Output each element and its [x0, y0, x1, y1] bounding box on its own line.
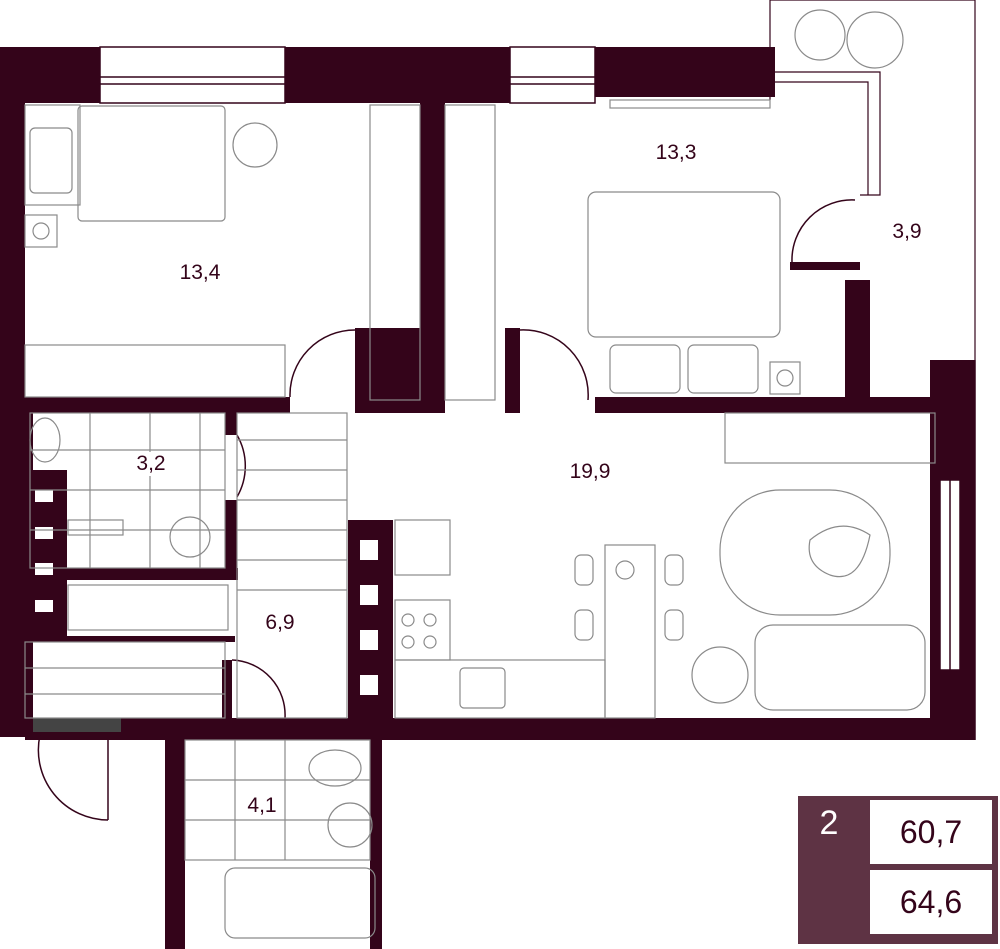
- room-count: 2: [819, 804, 839, 842]
- plant: [794, 9, 846, 61]
- bathtub: [224, 867, 376, 939]
- apartment-summary: 2 60,7 64,6: [798, 796, 998, 944]
- room-area-living-kitchen: 19,9: [569, 460, 611, 483]
- balcony-outline: [769, 0, 976, 360]
- kitchen-counter: [394, 659, 606, 719]
- rug: [719, 489, 891, 616]
- nightstand: [24, 104, 81, 206]
- windows: [33, 46, 1000, 740]
- doors: [37, 199, 856, 821]
- fridge: [394, 519, 451, 576]
- room-area-bedroom-2: 13,3: [655, 141, 697, 164]
- kitchen-sink: [459, 667, 506, 709]
- window-slots: [35, 490, 378, 695]
- floor-tiles: [24, 412, 371, 861]
- toilet-2: [308, 749, 362, 787]
- living-area: 60,7: [870, 800, 992, 864]
- room-area-hallway: 6,9: [262, 611, 298, 635]
- sofa: [754, 624, 926, 711]
- room-area-bathroom-1: 3,2: [133, 452, 169, 476]
- furniture: [24, 9, 936, 939]
- room-area-balcony: 3,9: [892, 220, 922, 243]
- dining-table: [604, 544, 656, 719]
- hall-wardrobe: [67, 584, 229, 631]
- toilet-1: [29, 417, 61, 463]
- bed-1: [77, 105, 226, 222]
- total-area: 64,6: [870, 870, 992, 934]
- room-area-bathroom-2: 4,1: [244, 794, 280, 818]
- plant: [232, 122, 278, 168]
- plant: [691, 646, 749, 704]
- desk-shelf: [369, 104, 421, 401]
- wardrobe-1: [24, 344, 286, 398]
- bed-2: [587, 191, 781, 338]
- stove: [394, 599, 451, 661]
- sink-2: [327, 802, 373, 848]
- balcony-chair: [846, 11, 904, 69]
- sink-1: [169, 516, 211, 558]
- tv-unit: [724, 412, 936, 464]
- wardrobe-2: [444, 104, 496, 401]
- room-area-bedroom-1: 13,4: [179, 261, 221, 284]
- walls: [0, 47, 975, 949]
